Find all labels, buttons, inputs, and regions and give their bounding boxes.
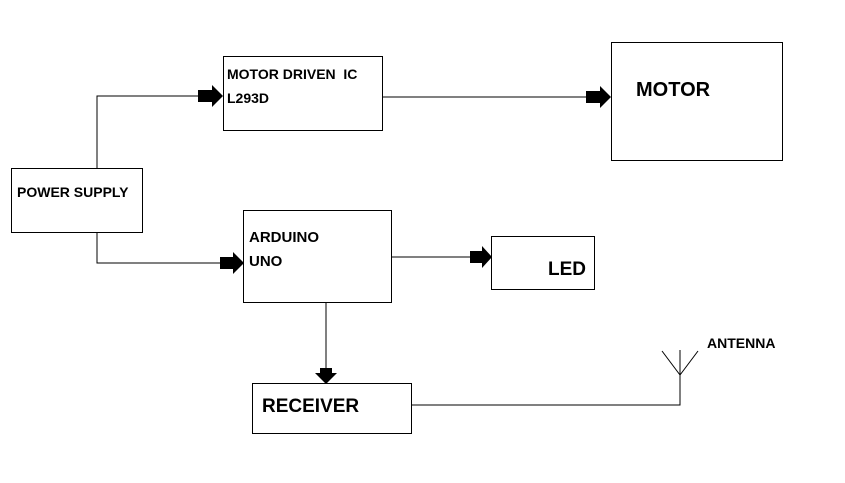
power-supply-label: POWER SUPPLY [17,184,129,200]
motor-driver-block [223,56,383,131]
antenna-right-prong [679,350,699,376]
arduino-block [243,210,392,303]
motor-driver-label-line2: L293D [227,90,270,106]
wire-power-to-motor-driver [96,95,200,168]
motor-block [611,42,783,161]
motor-driver-label-line1: MOTOR DRIVEN IC [227,66,358,82]
power-supply-block [11,168,143,233]
arrow-head-arduino [220,252,244,274]
arrow-head-motor-driver [198,85,223,107]
led-label: LED [548,259,586,280]
wire-receiver-to-antenna [412,350,681,406]
arduino-label-line1: ARDUINO [249,229,319,246]
motor-label: MOTOR [636,79,711,101]
arrow-head-motor [586,86,611,108]
antenna-left-prong [661,350,681,376]
arrow-head-receiver [315,368,337,384]
antenna-label: ANTENNA [707,335,776,351]
receiver-label: RECEIVER [262,396,360,417]
arduino-label-line2: UNO [249,253,283,270]
receiver-block [252,383,412,434]
led-block [491,236,595,290]
arrow-head-led [470,246,492,268]
wire-power-to-arduino [96,232,222,264]
